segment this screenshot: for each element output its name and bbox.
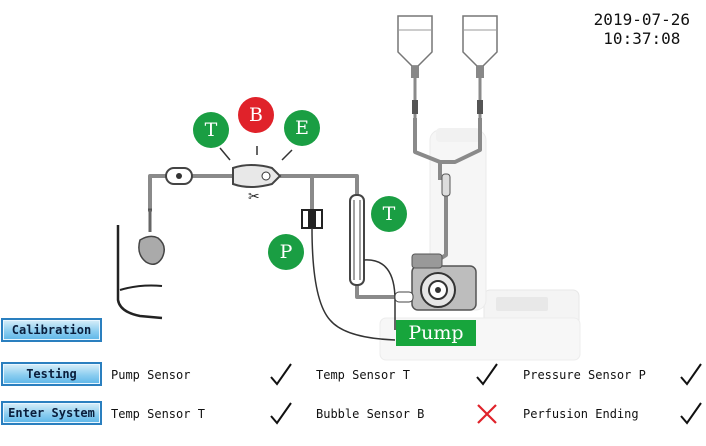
sensor-label-temp-2: Temp Sensor T [111, 407, 205, 421]
indicator-label: E [295, 117, 309, 139]
sensor-label-bubble: Bubble Sensor B [316, 407, 425, 421]
bubble-trap: ✂ [219, 146, 293, 205]
iv-bag-left [397, 15, 433, 118]
indicator-bubble: B [238, 97, 274, 133]
peristaltic-pump [394, 253, 477, 311]
sensor-label-perfusion: Perfusion Ending [523, 407, 639, 421]
tubing [148, 118, 482, 299]
pressure-sensor [301, 209, 396, 341]
pump-label-box: Pump [396, 320, 476, 346]
indicator-temp-coil: T [371, 196, 407, 232]
tube-connector [165, 167, 193, 185]
sensor-label-pressure: Pressure Sensor P [523, 368, 646, 382]
testing-button[interactable]: Testing [1, 362, 102, 386]
check-icon [680, 402, 702, 425]
check-icon [270, 363, 292, 386]
sensor-label-pump: Pump Sensor [111, 368, 191, 382]
calibration-button[interactable]: Calibration [1, 318, 102, 342]
indicator-ending: E [284, 110, 320, 146]
date-text: 2019-07-26 [593, 10, 690, 29]
pump-label: Pump [408, 322, 464, 344]
check-icon [476, 363, 498, 386]
indicator-label: B [249, 104, 263, 126]
heat-exchanger-coil [349, 194, 396, 330]
indicator-temp-top: T [193, 112, 229, 148]
drip-chamber [441, 173, 451, 197]
organ-container [116, 208, 165, 320]
enter-system-button[interactable]: Enter System [1, 401, 102, 425]
indicator-label: T [382, 203, 396, 225]
sensor-label-temp-1: Temp Sensor T [316, 368, 410, 382]
check-icon [680, 363, 702, 386]
indicator-pressure: P [268, 234, 304, 270]
iv-bag-right [462, 15, 498, 118]
svg-text:✂: ✂ [248, 189, 260, 205]
indicator-label: T [204, 119, 218, 141]
check-icon [270, 402, 292, 425]
datetime-display: 2019-07-26 10:37:08 [594, 10, 690, 48]
indicator-label: P [279, 241, 293, 263]
cross-icon [477, 404, 497, 424]
time-text: 10:37:08 [603, 29, 681, 48]
